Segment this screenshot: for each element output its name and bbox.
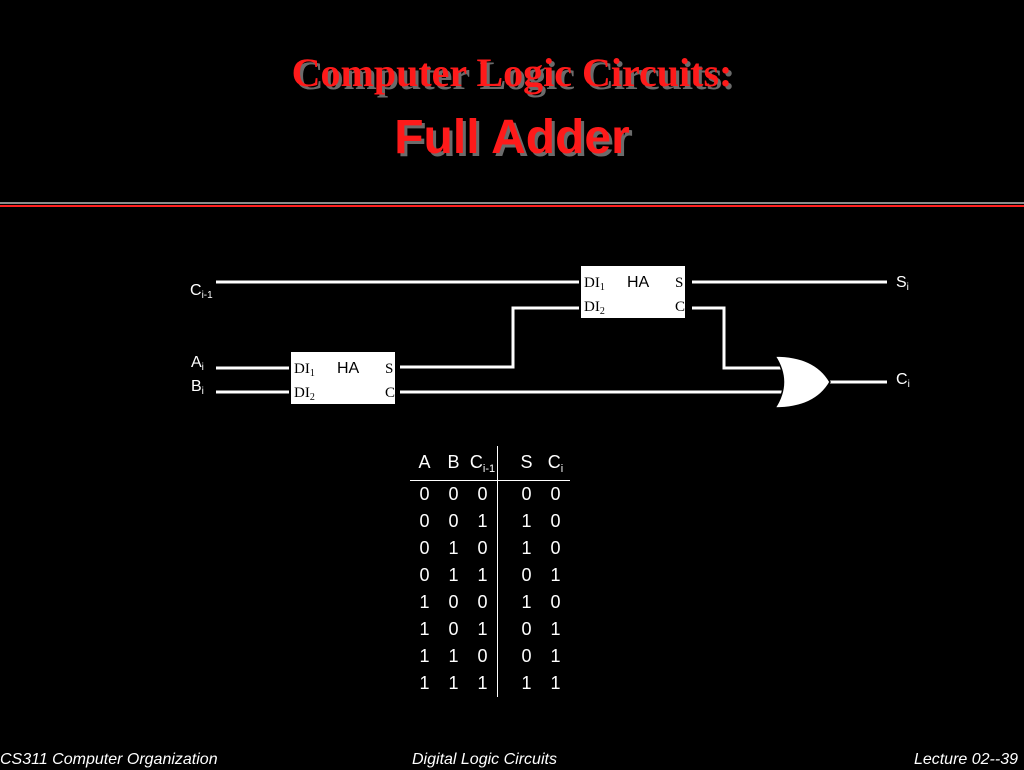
truth-table-header: A B Ci-1 S Ci — [410, 446, 570, 481]
label-input-a: Ai — [191, 354, 204, 373]
header-b: B — [439, 446, 468, 481]
wire-ha2-carry-to-or — [692, 306, 786, 370]
ha1-name: HA — [337, 360, 360, 377]
ha2-port-di2: DI2 — [584, 299, 605, 317]
ha1-port-s: S — [385, 361, 394, 377]
header-carry-in: Ci-1 — [468, 446, 498, 481]
ha2-name: HA — [627, 274, 650, 291]
footer-course: CS311 Computer Organization — [0, 751, 218, 768]
ha2-port-di1: DI1 — [584, 275, 605, 293]
ha1-port-di1: DI1 — [294, 361, 315, 379]
footer-topic: Digital Logic Circuits — [412, 751, 557, 768]
or-gate — [773, 355, 831, 409]
slide-subtitle: Full Adder — [394, 111, 630, 164]
slide-title: Computer Logic Circuits: — [291, 50, 733, 95]
half-adder-2: DI1 HA S DI2 C — [579, 264, 687, 320]
ha1-port-di2: DI2 — [294, 385, 315, 403]
header-a: A — [410, 446, 439, 481]
header-carry-out: Ci — [541, 446, 570, 481]
ha2-port-s: S — [675, 275, 684, 291]
ha2-port-c: C — [675, 299, 686, 315]
divider-red — [0, 205, 1024, 207]
half-adder-1: DI1 HA S DI2 C — [289, 350, 397, 406]
label-carry-out: Ci — [896, 371, 910, 390]
divider-gray — [0, 202, 1024, 204]
label-sum-out: Si — [896, 274, 909, 293]
ha1-port-c: C — [385, 385, 396, 401]
wire-ha1-sum-to-ha2 — [400, 306, 581, 369]
label-input-b: Bi — [191, 378, 204, 397]
footer-lecture: Lecture 02--39 — [913, 751, 1018, 768]
header-sum: S — [512, 446, 541, 481]
label-carry-in: Ci-1 — [190, 282, 213, 301]
